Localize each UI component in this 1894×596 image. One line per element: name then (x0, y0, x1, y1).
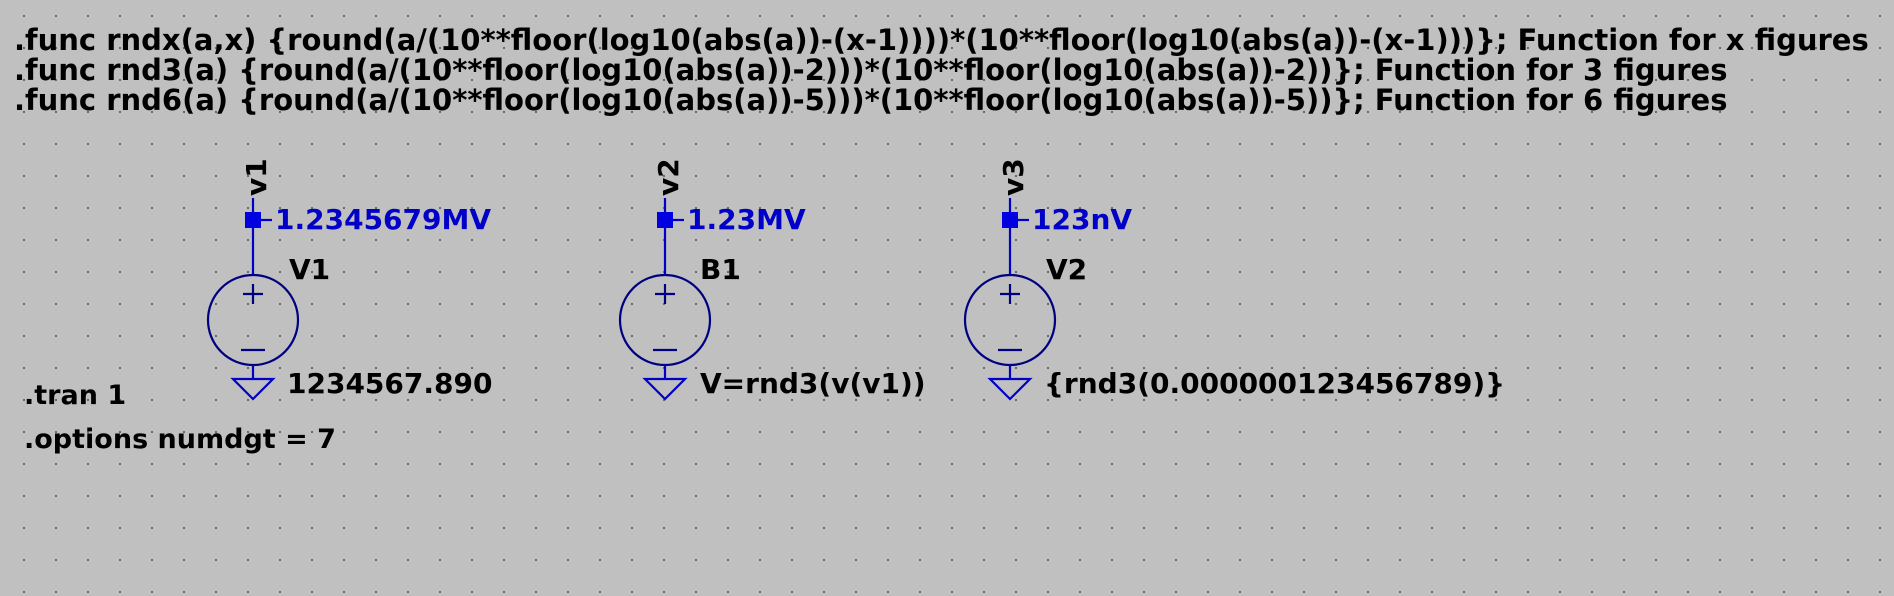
directive-options[interactable]: .options numdgt = 7 (24, 424, 336, 455)
component-value-v2[interactable]: {rnd3(0.000000123456789)} (1044, 367, 1506, 400)
behavioral-source-b1-symbol[interactable] (618, 198, 712, 401)
component-value-b1[interactable]: V=rnd3(v(v1)) (700, 367, 926, 400)
probe-value-v1: 1.2345679MV (275, 203, 492, 236)
directive-func-rnd6[interactable]: .func rnd6(a) {round(a/(10**floor(log10(… (14, 83, 1728, 117)
component-ref-v2[interactable]: V2 (1046, 253, 1088, 286)
probe-value-v2: 1.23MV (687, 203, 806, 236)
component-ref-v1[interactable]: V1 (289, 253, 331, 286)
net-label-v1[interactable]: v1 (240, 158, 273, 196)
net-label-v3[interactable]: v3 (997, 158, 1030, 196)
directive-func-rnd3[interactable]: .func rnd3(a) {round(a/(10**floor(log10(… (14, 53, 1728, 87)
voltage-source-v1-symbol[interactable] (206, 198, 300, 401)
directive-func-rndx[interactable]: .func rndx(a,x) {round(a/(10**floor(log1… (14, 23, 1869, 57)
directive-tran[interactable]: .tran 1 (24, 380, 127, 411)
net-label-v2[interactable]: v2 (652, 158, 685, 196)
voltage-source-v2-symbol[interactable] (963, 198, 1057, 401)
probe-value-v3: 123nV (1032, 203, 1133, 236)
component-value-v1[interactable]: 1234567.890 (287, 367, 493, 400)
component-ref-b1[interactable]: B1 (700, 253, 741, 286)
